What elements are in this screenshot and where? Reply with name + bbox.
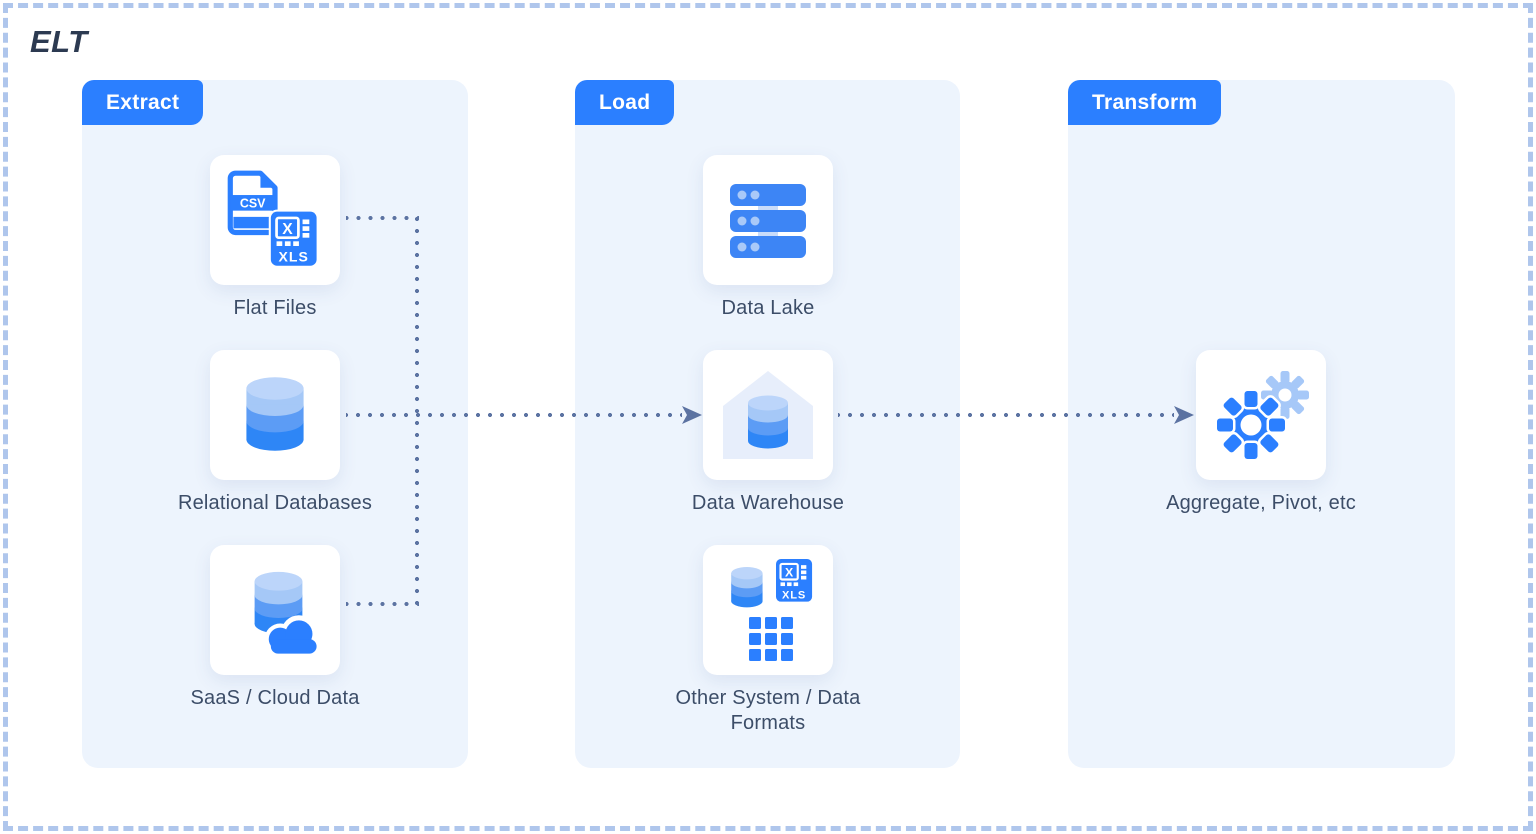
arrowhead-into-warehouse	[682, 406, 702, 424]
connector-vertical-bus	[415, 216, 419, 606]
connector-saas-branch	[346, 602, 419, 606]
flat-files-card: CSV X XLS	[210, 155, 340, 285]
saas-cloud-data-label: SaaS / Cloud Data	[190, 687, 360, 709]
large-gear-icon	[1214, 388, 1288, 462]
database-cylinder-icon	[246, 377, 304, 451]
load-badge: Load	[575, 80, 675, 125]
data-warehouse-card	[703, 350, 833, 480]
csv-text: CSV	[240, 197, 266, 211]
relational-databases-card	[210, 350, 340, 480]
dashed-outer-frame	[3, 3, 1533, 831]
flat-files-label: Flat Files	[233, 297, 317, 319]
connector-load-to-transform	[838, 413, 1174, 417]
other-system-card: X XLS	[703, 545, 833, 675]
other-system-label: Other System / Data Formats	[675, 687, 861, 734]
aggregate-pivot-label: Aggregate, Pivot, etc	[1166, 492, 1356, 514]
database-xls-grid-icon: X XLS	[731, 559, 813, 661]
server-stack-icon	[730, 184, 806, 258]
cloud-icon	[264, 615, 321, 658]
data-lake-card	[703, 155, 833, 285]
data-lake-label: Data Lake	[721, 297, 815, 319]
csv-xls-files-icon: CSV X XLS	[227, 170, 319, 268]
warehouse-database-icon	[723, 371, 813, 459]
relational-databases-label: Relational Databases	[177, 492, 373, 514]
diagram-title: ELT	[30, 24, 88, 59]
grid-icon	[749, 617, 793, 661]
x-text: X	[785, 566, 794, 580]
x-text: X	[282, 221, 293, 238]
cloud-database-icon	[254, 571, 321, 658]
xls-text: XLS	[279, 249, 309, 265]
connector-flatfiles-branch	[346, 216, 419, 220]
transform-badge: Transform	[1068, 80, 1222, 125]
gears-icon	[1214, 371, 1309, 462]
aggregate-pivot-card	[1196, 350, 1326, 480]
saas-cloud-data-card	[210, 545, 340, 675]
xls-text: XLS	[782, 589, 806, 601]
arrowhead-into-transform	[1174, 406, 1194, 424]
extract-badge: Extract	[82, 80, 204, 125]
xls-file-icon: X XLS	[776, 559, 813, 602]
data-warehouse-label: Data Warehouse	[691, 492, 845, 514]
connector-extract-to-load	[346, 413, 682, 417]
